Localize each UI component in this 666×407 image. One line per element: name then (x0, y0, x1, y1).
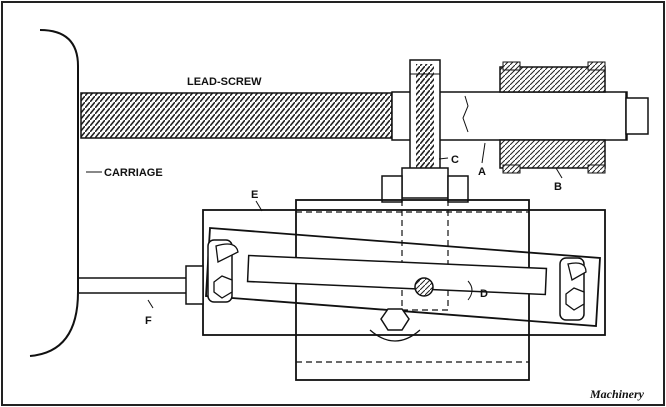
shaft-a (411, 91, 628, 141)
shaft-collar (391, 91, 413, 141)
label-e: E (251, 189, 258, 201)
label-c: C (451, 154, 459, 166)
pivot-pin (414, 277, 434, 297)
label-carriage: CARRIAGE (104, 167, 163, 179)
label-d: D (480, 288, 488, 300)
slot-bar (246, 254, 548, 296)
lead-screw (80, 92, 393, 139)
bushing-b-bottom (499, 139, 606, 169)
label-b: B (554, 181, 562, 193)
gear-hub (401, 167, 449, 199)
label-lead-screw: LEAD-SCREW (187, 76, 262, 88)
hex-nut (380, 308, 410, 331)
carriage-body (29, 29, 79, 357)
label-f: F (145, 315, 152, 327)
bushing-b-top (499, 66, 606, 93)
label-a: A (478, 166, 486, 178)
publisher-credit: Machinery (589, 387, 645, 401)
